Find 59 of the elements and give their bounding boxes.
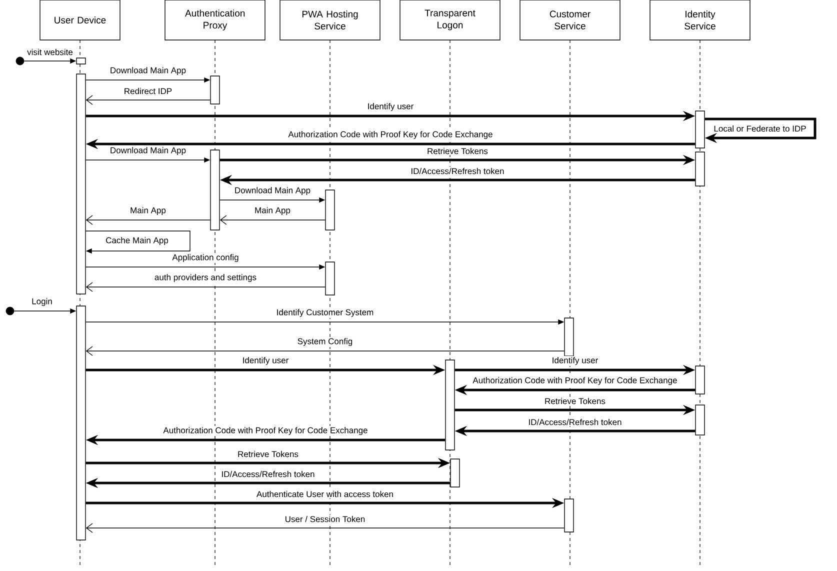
edge-label: User / Session Token xyxy=(284,514,366,524)
edge-label: Retrieve Tokens xyxy=(236,450,300,458)
edge-label: Identify user xyxy=(241,356,290,366)
edge-label: Identify user xyxy=(366,102,415,112)
participant-box: Customer Service xyxy=(520,0,620,40)
edge-label: ID/Access/Refresh token xyxy=(220,470,316,478)
edge-label: Download Main App xyxy=(233,186,312,196)
message-arrow xyxy=(86,346,564,356)
edge-label: System Config xyxy=(296,337,354,347)
message-arrow xyxy=(86,215,210,225)
self-message-arrow xyxy=(86,230,190,254)
edge-label: Application config xyxy=(171,253,240,263)
activation-bar xyxy=(695,152,705,186)
participant-box: Identity Service xyxy=(650,0,750,40)
edge-label: Local or Federate to IDP xyxy=(712,124,808,133)
participant-box: User Device xyxy=(40,0,120,40)
edge-label: Retrieve Tokens xyxy=(426,146,489,156)
edge-label: Login xyxy=(30,297,54,307)
edge-label: Authorization Code with Proof Key for Code Exchange xyxy=(162,426,369,436)
edge-label: Identify user xyxy=(550,356,600,366)
edge-label: Authorization Code with Proof Key for Code Exchange xyxy=(472,376,678,386)
message-arrow xyxy=(86,282,326,292)
participant-box: Transparent Logon xyxy=(400,0,500,40)
activation-bar xyxy=(210,150,220,230)
edge-label: auth providers and settings xyxy=(153,273,258,283)
participant-box: PWA Hosting Service xyxy=(280,0,380,40)
activation-bar xyxy=(325,190,335,230)
activation-bar xyxy=(210,76,220,104)
message-arrow xyxy=(220,215,326,225)
edge-label: Download Main App xyxy=(108,66,188,76)
activation-bar xyxy=(564,318,574,356)
edge-label: ID/Access/Refresh token xyxy=(410,166,506,176)
start-dot xyxy=(16,56,24,66)
edge-label: Retrieve Tokens xyxy=(544,396,606,406)
edge-label: visit website xyxy=(26,48,74,56)
activation-bar xyxy=(325,262,335,296)
activation-bar xyxy=(76,58,86,64)
edge-label: Main App xyxy=(129,206,167,216)
self-message-arrow xyxy=(704,118,816,144)
activation-bar xyxy=(76,306,86,540)
activation-bar xyxy=(445,360,455,450)
activation-bar xyxy=(695,404,705,436)
edge-label: Authenticate User with access token xyxy=(256,490,395,498)
edge-label: Redirect IDP xyxy=(122,86,174,96)
participant-box: Authentication Proxy xyxy=(164,0,266,40)
start-dot xyxy=(6,306,14,316)
edge-label: Authorization Code with Proof Key for Code Exchange xyxy=(287,130,494,140)
edge-label: Main App xyxy=(254,206,292,216)
activation-bar xyxy=(695,366,705,394)
edge-label: ID/Access/Refresh token xyxy=(527,418,623,426)
message-arrow xyxy=(86,95,210,105)
edge-label: Identify Customer System xyxy=(275,308,375,318)
activation-bar xyxy=(76,74,86,294)
activation-bar xyxy=(695,110,705,148)
message-arrow xyxy=(86,523,564,533)
edge-label: Download Main App xyxy=(108,146,188,156)
activation-bar xyxy=(564,498,574,532)
activation-bar xyxy=(450,458,460,488)
edge-label: Cache Main App xyxy=(104,236,170,246)
